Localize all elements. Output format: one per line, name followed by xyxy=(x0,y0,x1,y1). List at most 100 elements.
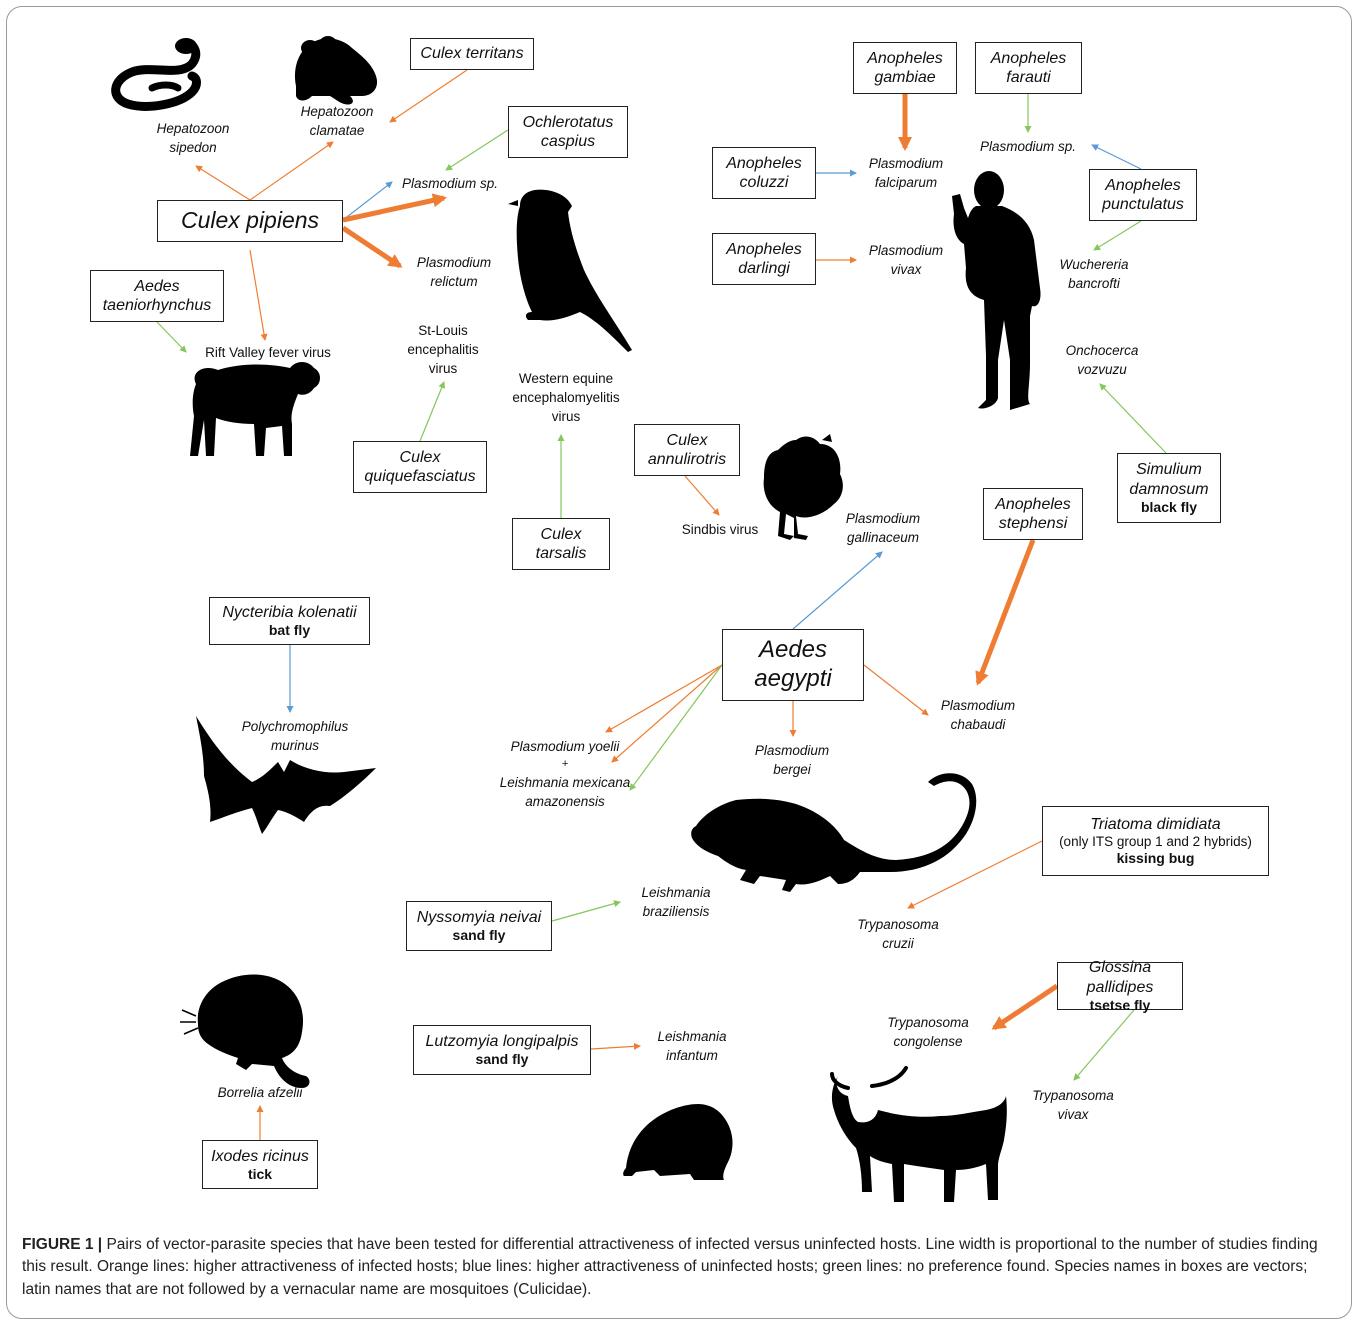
vector-name-line1: Anopheles xyxy=(726,240,802,258)
parasite-borrelia: Borrelia afzelii xyxy=(200,1084,320,1103)
parasite-line1: Leishmania xyxy=(641,885,711,900)
vector-name-line2: punctulatus xyxy=(1102,196,1184,213)
parasite-plasmodium-sp-bird: Plasmodium sp. xyxy=(390,175,510,194)
parasite-line2: falciparum xyxy=(874,174,938,190)
arrow-pipiens-sipedon xyxy=(195,165,251,201)
arrow-punctulatus-plasmodium xyxy=(1091,144,1142,170)
parasite-line1: Onchocerca xyxy=(1065,343,1139,358)
parasite-trypanosoma-cruzii: Trypanosoma cruzii xyxy=(848,916,948,954)
sheep-icon xyxy=(190,362,320,456)
vector-vernacular: black fly xyxy=(1140,498,1198,515)
parasite-line2: murinus xyxy=(270,737,319,753)
vector-name-line2: quiquefasciatus xyxy=(364,468,476,485)
hamster-icon xyxy=(623,1104,733,1180)
parasite-line1: Plasmodium yoelii xyxy=(510,739,620,754)
vector-anopheles-coluzzi: Anopheles coluzzi xyxy=(712,147,816,199)
parasite-line2: encephalitis xyxy=(407,341,479,357)
parasite-line1: Plasmodium xyxy=(868,156,944,171)
vector-name-line2: coluzzi xyxy=(739,174,789,191)
vector-nyssomyia-neivai: Nyssomyia neivai sand fly xyxy=(406,901,552,951)
vector-name-line2: gambiae xyxy=(874,69,936,86)
parasite-rift-valley: Rift Valley fever virus xyxy=(188,344,348,363)
vector-simulium-damnosum: Simulium damnosum black fly xyxy=(1117,453,1221,523)
arrow-aegypti-gallinaceum xyxy=(792,551,883,630)
parasite-line2: cruzii xyxy=(882,935,914,951)
vector-name-line1: Aedes xyxy=(134,277,180,295)
vector-vernacular: sand fly xyxy=(452,927,506,944)
vector-name-line2: aegypti xyxy=(754,665,832,692)
parasite-line1: Trypanosoma xyxy=(887,1015,969,1030)
bat-icon xyxy=(196,716,376,834)
parasite-line1: Wuchereria xyxy=(1059,257,1129,272)
vector-name: Ixodes ricinus xyxy=(211,1147,309,1165)
vector-anopheles-farauti: Anopheles farauti xyxy=(975,42,1082,94)
arrow-neivai-braziliensis xyxy=(551,900,621,922)
parasite-line2: vivax xyxy=(890,261,922,277)
parasite-trypanosoma-vivax: Trypanosoma vivax xyxy=(1023,1087,1123,1125)
arrow-punctulatus-wuchereria xyxy=(1093,220,1142,251)
vector-culex-annulirotris: Culex annulirotris xyxy=(634,424,740,476)
vector-name-line2: taeniorhynchus xyxy=(102,297,212,314)
arrows xyxy=(156,69,1167,1140)
vector-name-line2: farauti xyxy=(1006,69,1051,86)
vector-culex-territans: Culex territans xyxy=(410,38,534,70)
arrow-triatoma-cruzii xyxy=(907,840,1043,909)
parasite-line1: Borrelia afzelii xyxy=(217,1085,303,1100)
vector-anopheles-stephensi: Anopheles stephensi xyxy=(983,488,1083,540)
vector-name: Lutzomyia longipalpis xyxy=(425,1033,579,1050)
vector-ochlerotatus-caspius: Ochlerotatus caspius xyxy=(508,106,628,158)
vector-vernacular: tick xyxy=(247,1165,273,1182)
vector-name-line2: darlingi xyxy=(738,260,790,277)
arrow-quiquefasciatus-st-louis xyxy=(419,381,445,442)
vector-name-line1: Anopheles xyxy=(995,495,1071,513)
arrow-pipiens-relictum xyxy=(341,225,403,269)
vector-name: Culex territans xyxy=(420,45,524,63)
arrow-aegypti-chabaudi xyxy=(863,664,929,716)
parasite-plasmodium-bergei: Plasmodium bergei xyxy=(742,742,842,780)
parasite-onchocerca: Onchocerca vozvuzu xyxy=(1052,342,1152,380)
parasite-hepatozoon-clamatae: Hepatozoon clamatae xyxy=(287,103,387,141)
arrow-taeniorhynchus-rift-valley xyxy=(156,321,187,353)
parasite-line1: Plasmodium xyxy=(868,243,944,258)
vector-name-line2: damnosum xyxy=(1129,480,1209,498)
vector-name-line1: Culex xyxy=(666,431,708,449)
frog-icon xyxy=(294,36,378,105)
arrow-aegypti-leishmania-mexicana xyxy=(629,664,723,791)
parasite-plasmodium-sp-human: Plasmodium sp. xyxy=(968,138,1088,157)
arrow-simulium-onchocerca xyxy=(1099,383,1167,454)
arrow-caspius-plasmodium xyxy=(445,129,509,171)
vector-vernacular: kissing bug xyxy=(1116,850,1195,867)
vole-icon xyxy=(180,974,310,1088)
parasite-line1: Leishmania xyxy=(657,1029,727,1044)
parasite-line1: Leishmania mexicana xyxy=(499,775,631,790)
arrow-glossina-vivax xyxy=(1073,1009,1135,1081)
vector-anopheles-punctulatus: Anopheles punctulatus xyxy=(1089,169,1197,221)
arrow-territans-clamatae xyxy=(389,69,468,123)
vector-name: Triatoma dimidiata xyxy=(1090,815,1221,833)
parasite-line1: Plasmodium xyxy=(754,743,830,758)
caption-text: Pairs of vector-parasite species that ha… xyxy=(22,1236,1318,1298)
parasite-line1: Sindbis virus xyxy=(681,522,759,537)
parasite-line1: Polychromophilus xyxy=(241,719,349,734)
arrow-glossina-congolense xyxy=(991,983,1059,1031)
vector-anopheles-gambiae: Anopheles gambiae xyxy=(853,42,957,94)
vector-name-line1: Culex xyxy=(540,525,582,543)
parasite-line1: Western equine xyxy=(518,371,614,386)
vector-vernacular: tsetse fly xyxy=(1089,996,1151,1013)
parasite-line3: virus xyxy=(551,408,581,424)
parasite-trypanosoma-congolense: Trypanosoma congolense xyxy=(878,1014,978,1052)
vector-aedes-taeniorhynchus: Aedes taeniorhynchus xyxy=(90,270,224,322)
vector-name-line1: Aedes xyxy=(758,636,828,664)
arrow-pipiens-plasmodium-blue xyxy=(342,181,393,221)
arrow-pipiens-clamatae xyxy=(249,141,334,201)
vector-name-line1: Ochlerotatus xyxy=(522,113,614,131)
vector-glossina-pallidipes: Glossina pallidipes tsetse fly xyxy=(1057,959,1183,1013)
parasite-line2: amazonensis xyxy=(525,793,605,809)
vector-name-line1: Anopheles xyxy=(867,49,943,67)
arrow-annulirotris-sindbis xyxy=(684,475,720,516)
parasite-line2: sipedon xyxy=(169,139,217,155)
vector-name: Culex pipiens xyxy=(180,207,320,234)
parasite-wuchereria: Wuchereria bancrofti xyxy=(1044,256,1144,294)
figure-frame xyxy=(6,6,1352,1319)
parasite-plasmodium-relictum: Plasmodium relictum xyxy=(404,254,504,292)
